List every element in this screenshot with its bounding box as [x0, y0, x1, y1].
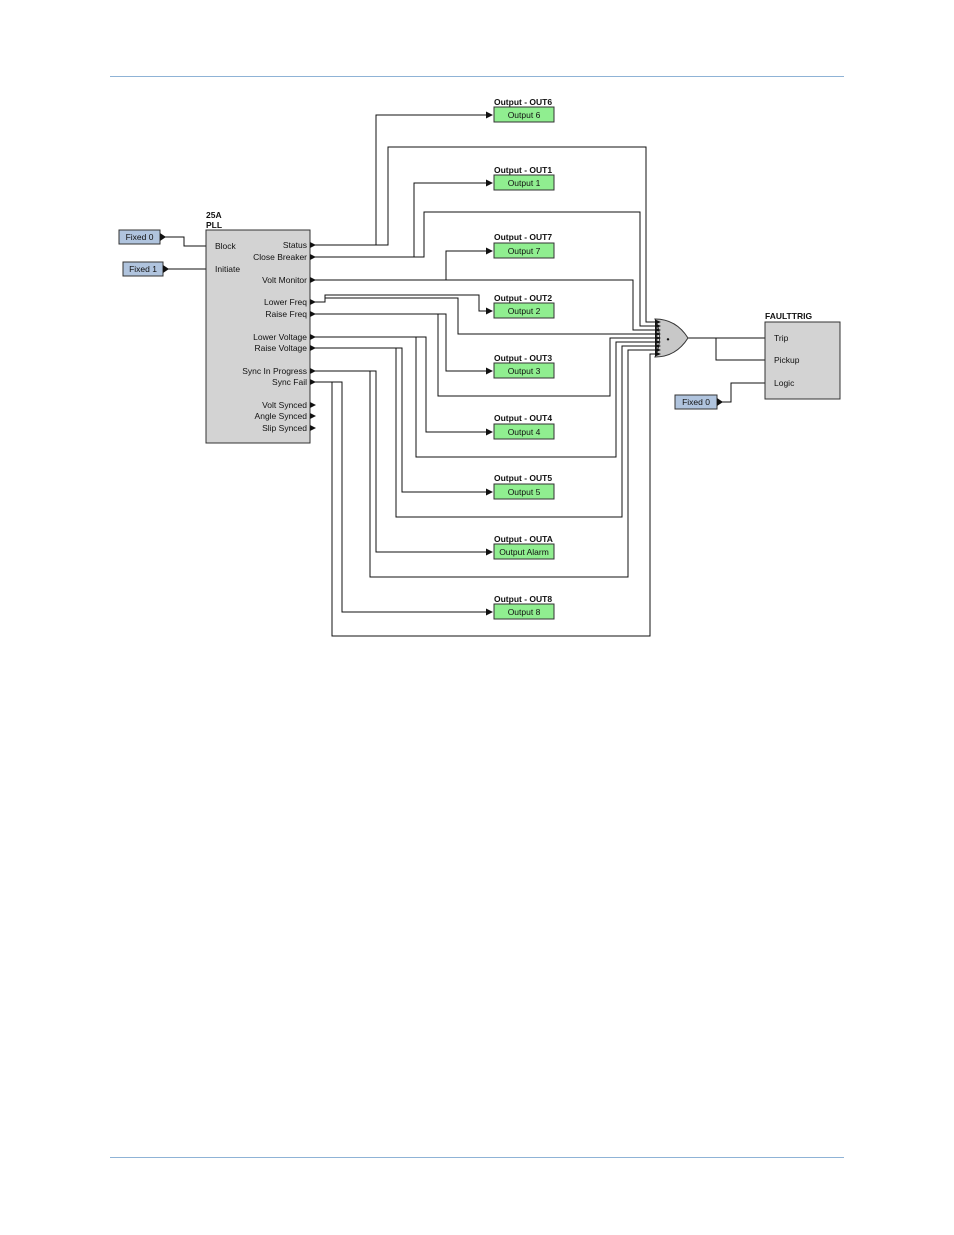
wire-volt-monitor-out7	[314, 247, 493, 281]
pll-input-initiate: Initiate	[215, 264, 240, 274]
output-out2-label: Output 2	[508, 306, 541, 316]
fixed-1-label: Fixed 1	[129, 264, 157, 274]
pll-output-sync-fail: Sync Fail	[272, 377, 307, 387]
wire-status-out6	[314, 111, 493, 246]
fixed-0-block[interactable]: Fixed 0	[118, 229, 166, 245]
wire-or-pickup	[715, 338, 772, 364]
output-out3-header: Output - OUT3	[494, 353, 552, 363]
wire-lower-freq-out2	[314, 294, 493, 315]
output-out7-block[interactable]: Output - OUT7 Output 7	[493, 232, 555, 259]
faulttrig-input-logic: Logic	[774, 378, 795, 388]
wire-fixed0-logic	[717, 379, 772, 403]
output-out5-block[interactable]: Output - OUT5 Output 5	[493, 473, 555, 500]
pll-title: 25A	[206, 210, 222, 220]
pll-output-lower-freq: Lower Freq	[264, 297, 307, 307]
output-out8-label: Output 8	[508, 607, 541, 617]
output-out6-header: Output - OUT6	[494, 97, 552, 107]
pll-input-block: Block	[215, 241, 237, 251]
output-out3-label: Output 3	[508, 366, 541, 376]
output-out2-header: Output - OUT2	[494, 293, 552, 303]
pll-output-ports	[310, 242, 316, 431]
output-out4-header: Output - OUT4	[494, 413, 552, 423]
fixed-1-block[interactable]: Fixed 1	[122, 261, 169, 277]
pll-output-slip-synced: Slip Synced	[262, 423, 307, 433]
output-out6-block[interactable]: Output - OUT6 Output 6	[493, 97, 555, 123]
pll-output-angle-synced: Angle Synced	[255, 411, 308, 421]
output-out8-header: Output - OUT8	[494, 594, 552, 604]
wire-status-or	[370, 146, 659, 323]
output-out3-block[interactable]: Output - OUT3 Output 3	[493, 353, 555, 379]
output-outa-block[interactable]: Output - OUTA Output Alarm	[493, 534, 555, 560]
wire-sync-progress-outa	[314, 370, 493, 556]
footer-rule	[110, 1157, 844, 1158]
or-gate-symbol: •	[667, 334, 670, 344]
wire-lower-voltage-out4	[314, 336, 493, 436]
output-outa-header: Output - OUTA	[494, 534, 553, 544]
output-out7-header: Output - OUT7	[494, 232, 552, 242]
pll-output-status: Status	[283, 240, 307, 250]
header-rule	[110, 76, 844, 77]
output-out4-label: Output 4	[508, 427, 541, 437]
wire-sync-progress-or	[314, 349, 659, 578]
or-gate[interactable]: •	[654, 318, 689, 358]
output-out8-block[interactable]: Output - OUT8 Output 8	[493, 594, 555, 620]
pll-output-volt-synced: Volt Synced	[262, 400, 307, 410]
wire-raise-freq-out3	[314, 313, 493, 375]
pll-output-close-breaker: Close Breaker	[253, 252, 307, 262]
output-out4-block[interactable]: Output - OUT4 Output 4	[493, 413, 555, 440]
output-out1-header: Output - OUT1	[494, 165, 552, 175]
pll-output-lower-voltage: Lower Voltage	[253, 332, 307, 342]
output-out5-header: Output - OUT5	[494, 473, 552, 483]
output-out1-label: Output 1	[508, 178, 541, 188]
faulttrig-input-pickup: Pickup	[774, 355, 800, 365]
wires	[160, 111, 772, 637]
wire-close-breaker-or	[410, 211, 659, 327]
output-out7-label: Output 7	[508, 246, 541, 256]
faulttrig-input-trip: Trip	[774, 333, 789, 343]
wire-volt-monitor-or	[440, 279, 659, 331]
faulttrig-block[interactable]: FAULTTRIG Trip Pickup Logic	[764, 311, 841, 400]
fixed-0-faulttrig-block[interactable]: Fixed 0	[674, 394, 723, 410]
or-gate-input-ports	[655, 319, 661, 357]
fixed-0-faulttrig-label: Fixed 0	[682, 397, 710, 407]
pll-output-volt-monitor: Volt Monitor	[262, 275, 307, 285]
output-out1-block[interactable]: Output - OUT1 Output 1	[493, 165, 555, 191]
wire-raise-freq-or	[314, 313, 659, 397]
wire-raise-voltage-out5	[314, 347, 493, 496]
wire-lower-freq-or	[325, 297, 659, 335]
fixed-0-label: Fixed 0	[126, 232, 154, 242]
output-out6-label: Output 6	[508, 110, 541, 120]
wire-sync-fail-or	[314, 353, 659, 637]
pll-output-raise-freq: Raise Freq	[265, 309, 307, 319]
pll-subtitle: PLL	[206, 220, 222, 230]
faulttrig-title: FAULTTRIG	[765, 311, 812, 321]
pll-output-raise-voltage: Raise Voltage	[255, 343, 308, 353]
pll-output-sync-in-progress: Sync In Progress	[242, 366, 307, 376]
wire-raise-voltage-or	[314, 345, 659, 518]
wire-lower-voltage-or	[314, 336, 659, 458]
wire-close-breaker-out1	[314, 179, 493, 258]
wire-fixed0-block	[160, 236, 214, 250]
pll-block[interactable]: 25A PLL Block Initiate Status Close Brea…	[205, 210, 316, 444]
output-outa-label: Output Alarm	[499, 547, 549, 557]
output-out2-block[interactable]: Output - OUT2 Output 2	[493, 293, 555, 319]
output-out5-label: Output 5	[508, 487, 541, 497]
